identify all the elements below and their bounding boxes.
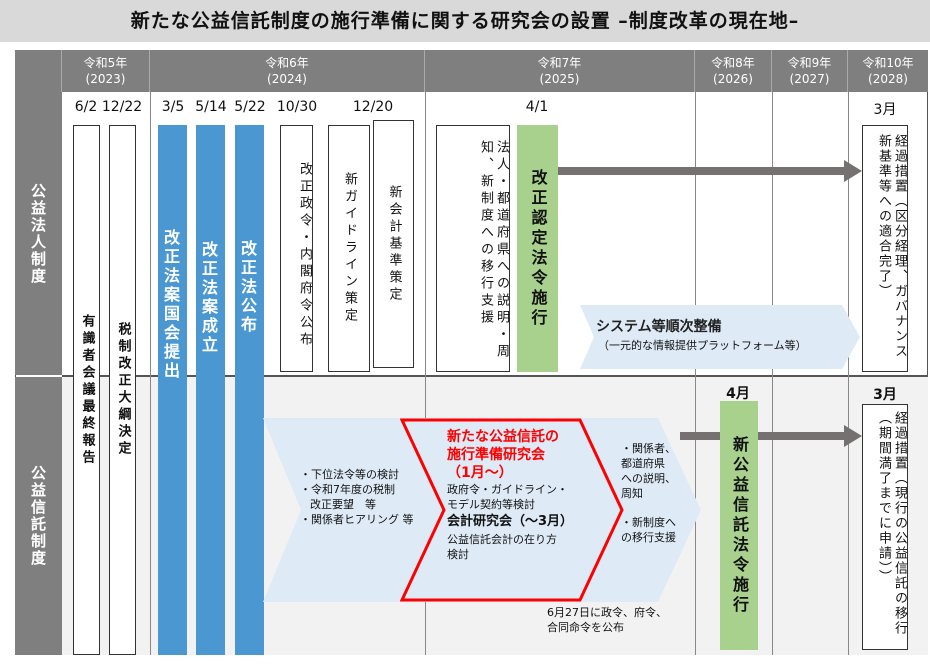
event-new-trust-law-enforced: 新公益信託法令施行 [720,401,758,650]
event-bill-passed: 改正法案成立 [196,125,225,655]
event-law-promulgated: 改正法公布 [235,125,264,655]
study-text: 新たな公益信託の 施行準備研究会 （1月～） 政府令・ガイドライン・ モデル契約… [447,428,617,562]
event-support: 法人・都道府県への説明・周知、新制度への移行支援 [436,125,510,372]
date-label: 10/30 [276,99,318,115]
after-item: ・新制度へ [621,516,676,529]
event-transition-corporate: 経過措置（区分経理、ガバナンス新基準等への適合完了） [862,125,908,372]
year-label: (2025) [539,72,580,86]
study-desc: モデル契約等検討 [447,498,535,511]
year-label: (2024) [267,72,307,86]
row-label-corporate: 公益法人制度 [15,92,62,375]
study-title: 施行準備研究会 [447,447,545,463]
divider [695,92,696,655]
arrow-head-icon [844,425,862,447]
divider [150,92,151,655]
event-amended-law-enforced: 改正認定法令施行 [517,125,558,372]
accounting-desc: 検討 [447,548,469,561]
study-desc: 政府令・ガイドライン・ [447,483,568,496]
event-transition-trust: 経過措置（現行の公益信託の移行（期間満了までに申請）） [862,404,908,650]
date-label: 3月 [873,102,897,118]
event-guideline: 新ガイドライン策定 [328,125,370,372]
divider [425,92,426,655]
system-chevron [580,305,860,369]
year-label: (2023) [85,72,126,86]
arrow-head-icon [844,160,862,182]
era-label: 令和7年 [537,56,582,70]
prep-item: ・下位法令等の検討 [300,468,399,481]
date-label: 4月 [726,386,750,402]
after-item: の移行支援 [621,531,676,544]
row-label-trust: 公益信託制度 [15,377,62,655]
accounting-desc: 公益信託会計の在り方 [447,533,557,546]
year-header: 令和10年 (2028) [848,50,928,92]
date-label: 3/5 [161,99,185,115]
era-label: 令和5年 [83,56,128,70]
divider [772,92,773,655]
promulgation-note: 6月27日に政令、府令、 合同命令を公布 [547,605,667,635]
study-chevron [400,418,624,602]
prep-item: ・令和7年度の税制 [300,483,395,496]
era-label: 令和6年 [265,56,309,70]
after-list: ・関係者、 都道府県 への説明、 周知 ・新制度へ の移行支援 [621,441,676,545]
era-label: 令和8年 [711,56,755,70]
era-label: 令和10年 [862,56,914,70]
after-item: への説明、 [621,472,676,485]
date-label: 12/20 [352,99,394,115]
note-line: 6月27日に政令、府令、 [547,606,667,619]
after-item: ・関係者、 [621,442,676,455]
arrow-line [680,432,846,440]
year-header: 令和8年 (2026) [695,50,772,92]
page-title: 新たな公益信託制度の施行準備に関する研究会の設置 –制度改革の現在地– [0,0,930,42]
accounting-study-title: 会計研究会（～3月） [447,514,574,529]
system-subtitle: （一元的な情報提供プラットフォーム等） [598,339,807,352]
after-item: 都道府県 [621,457,665,470]
year-header: 令和6年 (2024) [150,50,425,92]
system-title: システム等順次整備 [596,319,722,335]
note-line: 合同命令を公布 [547,621,624,634]
event-tax-reform: 税制改正大綱決定 [109,125,136,655]
year-label: (2028) [868,72,908,86]
year-header: 令和9年 (2027) [772,50,848,92]
year-label: (2027) [789,72,830,86]
date-label: 5/14 [195,99,227,115]
date-label: 5/22 [234,99,266,115]
year-header: 令和7年 (2025) [425,50,695,92]
study-title: 新たな公益信託の [447,429,559,445]
after-item: 周知 [621,487,643,500]
prep-item: ・関係者ヒアリング 等 [300,513,414,526]
arrow-line [556,167,846,175]
date-label: 3月 [873,387,897,403]
prep-list: ・下位法令等の検討 ・令和7年度の税制 改正要望 等 ・関係者ヒアリング 等 [300,467,414,527]
event-expert-report: 有識者会議最終報告 [73,125,100,655]
event-bill-submitted: 改正法案国会提出 [158,125,187,655]
date-label: 6/2 [74,99,98,115]
prep-item: 改正要望 等 [310,498,376,511]
year-header: 令和5年 (2023) [62,50,150,92]
year-label: (2026) [713,72,753,86]
header-corner [15,50,62,92]
event-ordinance: 改正政令・内閣府令公布 [280,125,313,372]
era-label: 令和9年 [787,56,832,70]
event-accounting-standard: 新会計基準策定 [373,120,414,368]
date-label: 12/22 [101,99,143,115]
divider [848,92,849,655]
date-label: 4/1 [525,99,549,115]
study-period: （1月～） [447,465,513,481]
